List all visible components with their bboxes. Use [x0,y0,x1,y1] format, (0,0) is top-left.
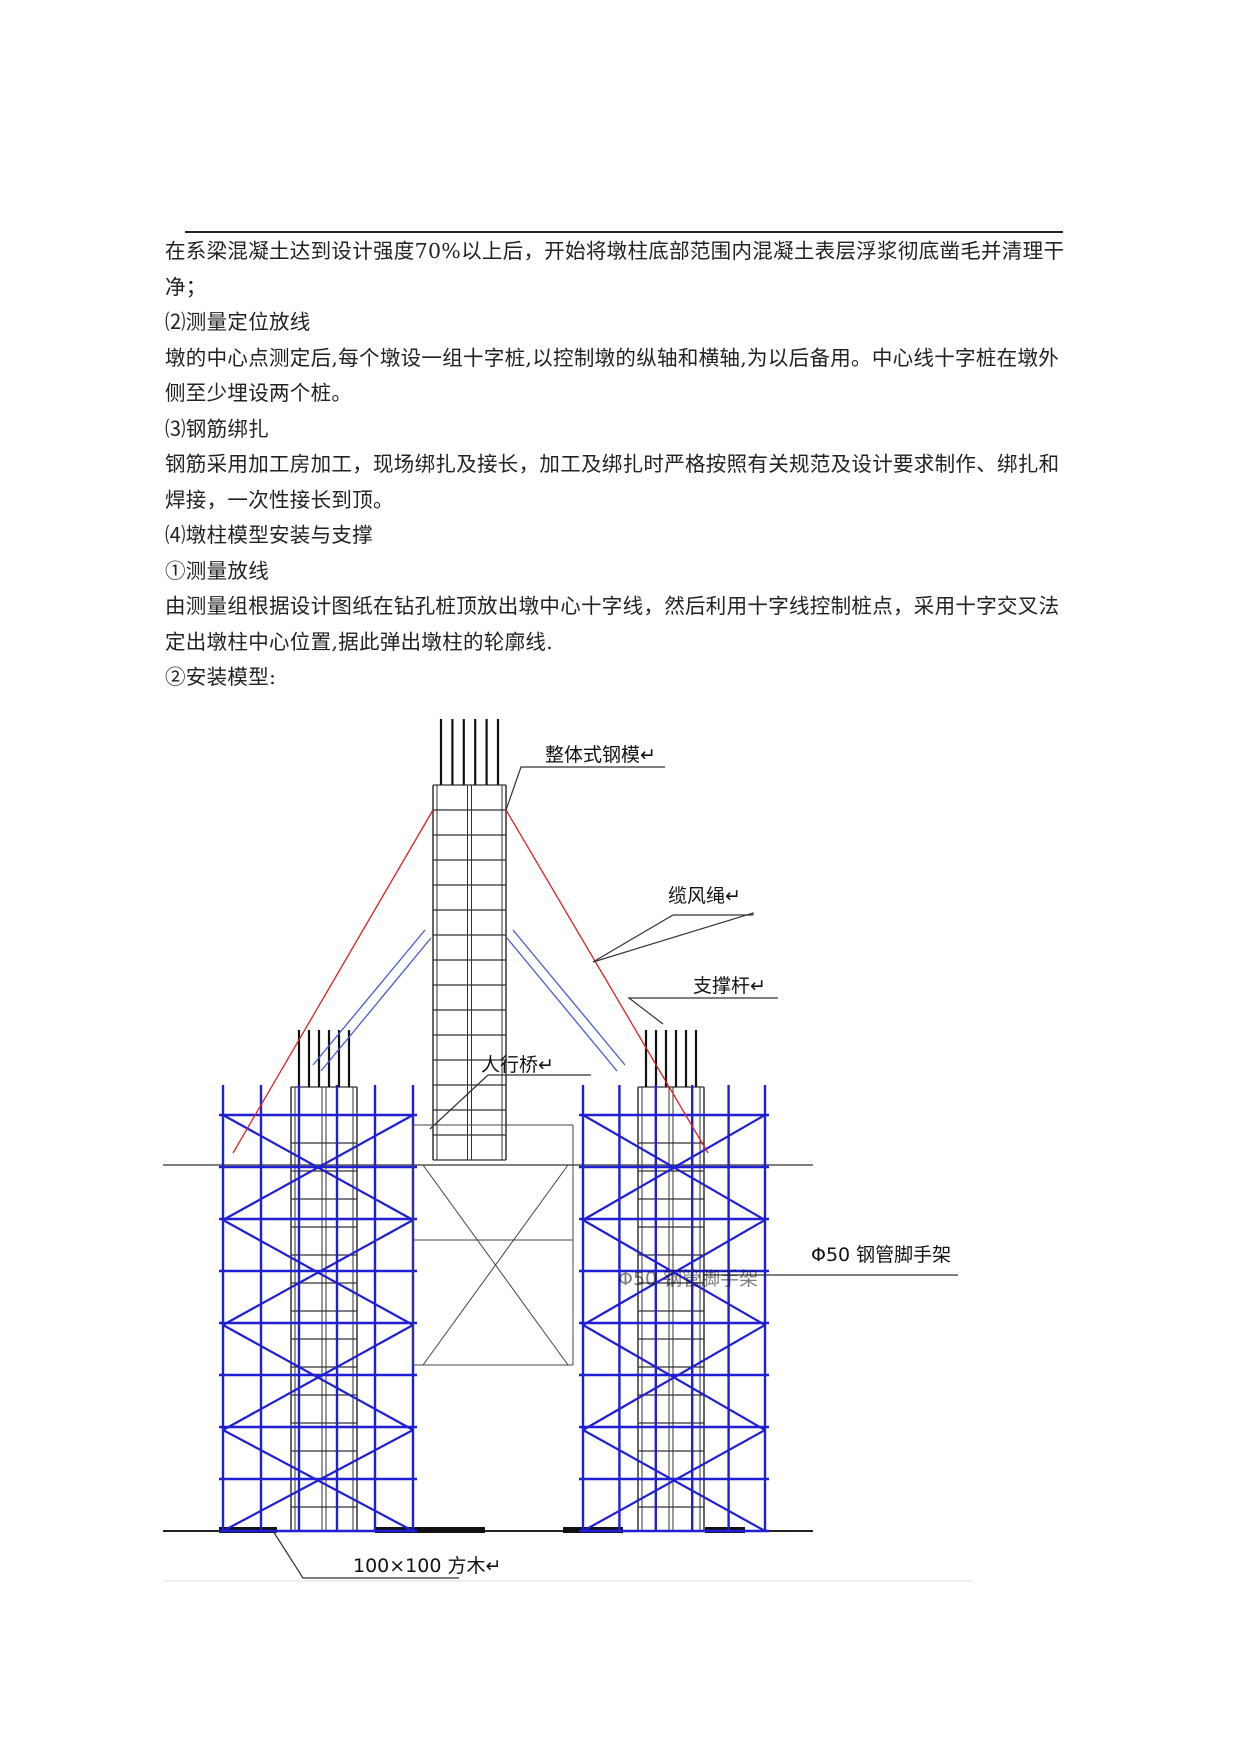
footbridge-frame [412,1124,574,1366]
paragraph: 墩的中心点测定后,每个墩设一组十字桩,以控制墩的纵轴和横轴,为以后备用。中心线十… [165,345,1060,406]
left-scaffold [219,1085,417,1533]
scaffold-brace [582,1114,766,1221]
paragraph: 钢筋采用加工房加工，现场绑扎及接长，加工及绑扎时严格按照有关规范及设计要求制作、… [165,452,1060,512]
label-scaffold-overlap: Φ50 钢管脚手架 [618,1268,758,1290]
scaffold-brace [582,1219,766,1326]
left-column [290,1030,358,1531]
paragraph: 由测量组根据设计图纸在钻孔桩顶放出墩中心十字线，然后利用十字线控制桩点，采用十字… [165,594,1060,654]
diagram-svg: 整体式钢模↵ 缆风绳↵ 支撑杆↵ 人行桥↵ Φ50 钢管脚手架 Φ50 钢管脚手… [163,719,973,1582]
struts [312,929,626,1072]
sub-heading: ①测量放线 [165,558,269,583]
scaffold-brace [222,1219,414,1326]
label-steel-form: 整体式钢模↵ [545,744,656,766]
scaffold-brace [582,1429,766,1532]
center-column [432,719,507,1161]
header-rule [185,231,1063,233]
guy-ropes [232,809,709,1154]
section-heading: ⑶钢筋绑扎 [165,416,269,441]
label-footbridge: 人行桥↵ [481,1054,554,1076]
section-heading: ⑵测量定位放线 [165,310,311,334]
label-strut: 支撑杆↵ [693,975,766,997]
section-heading: ⑷墩柱模型安装与支撑 [165,523,373,547]
pier-formwork-diagram: 整体式钢模↵ 缆风绳↵ 支撑杆↵ 人行桥↵ Φ50 钢管脚手架 Φ50 钢管脚手… [163,705,975,1590]
scaffold-brace [222,1429,414,1532]
right-scaffold [579,1085,769,1533]
scaffold-brace [222,1324,414,1431]
scaffold-brace [222,1114,414,1221]
label-guy-rope: 缆风绳↵ [668,885,741,907]
body-text: 在系梁混凝土达到设计强度70%以上后，开始将墩柱底部范围内混凝土表层浮浆彻底凿毛… [165,234,1065,696]
paragraph: 在系梁混凝土达到设计强度70%以上后，开始将墩柱底部范围内混凝土表层浮浆彻底凿毛… [165,239,1065,299]
sub-heading: ②安装模型: [165,665,277,689]
label-timber: 100×100 方木↵ [353,1555,501,1577]
timber-pad [375,1527,485,1533]
scaffold-brace [582,1324,766,1431]
leader-lines [272,766,958,1579]
label-scaffold: Φ50 钢管脚手架 [811,1244,951,1266]
